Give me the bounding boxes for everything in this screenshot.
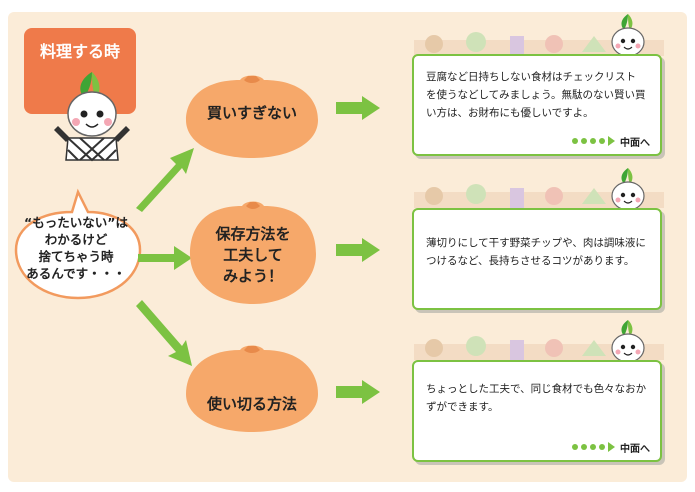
speech-line: 捨てちゃう時 — [38, 249, 114, 264]
right-arrows — [336, 96, 380, 404]
topic-line: みよう！ — [222, 267, 283, 285]
dot-icon — [599, 444, 605, 450]
header-title: 料理する時 — [39, 42, 120, 61]
arrow-right-icon — [608, 136, 615, 146]
dot-icon — [581, 138, 587, 144]
topic-line: 工夫して — [223, 246, 283, 264]
topic-blob — [186, 75, 318, 158]
arrow-right-icon — [608, 442, 615, 452]
info-card: ちょっとした工夫で、同じ食材でも色々なおか ずができます。 中面へ — [412, 360, 662, 462]
topic-blob — [190, 201, 316, 304]
card-text: ちょっとした工夫で、同じ食材でも色々なおか ずができます。 — [426, 380, 650, 416]
green-arrow-icon — [336, 380, 380, 404]
dot-icon — [581, 444, 587, 450]
green-arrow-icon — [136, 148, 194, 212]
topic-label: 買いすぎない — [182, 103, 322, 123]
card-line: 豆腐など日持ちしない食材はチェックリスト — [426, 71, 636, 83]
vegetable-illustration-icon — [414, 336, 664, 360]
card-line: ちょっとした工夫で、同じ食材でも色々なおか — [426, 383, 647, 395]
green-arrow-icon — [138, 246, 192, 270]
more-label: 中面へ — [620, 137, 650, 149]
dot-icon — [590, 444, 596, 450]
topic-label: 使い切る方法 — [182, 394, 322, 414]
green-arrow-icon — [136, 300, 192, 366]
speech-line: “もったいない”は — [24, 215, 128, 230]
card-line: を使うなどしてみましょう。無駄のない賢い買 — [426, 89, 646, 101]
branch-arrows — [136, 148, 194, 366]
card-text: 薄切りにして干す野菜チップや、肉は調味液に つけるなど、長持ちさせるコツがありま… — [426, 234, 650, 270]
header-box: 料理する時 — [24, 28, 136, 114]
info-card: 豆腐など日持ちしない食材はチェックリスト を使うなどしてみましょう。無駄のない賢… — [412, 54, 662, 156]
topic-label: 保存方法を 工夫して みよう！ — [186, 224, 320, 287]
topic-line: 保存方法を — [215, 225, 291, 243]
speech-text: “もったいない”は わかるけど 捨てちゃう時 あるんです・・・ — [20, 214, 132, 282]
topic-line: 買いすぎない — [206, 104, 297, 122]
speech-bubble — [14, 188, 142, 300]
speech-line: あるんです・・・ — [26, 266, 126, 281]
green-arrow-icon — [336, 96, 380, 120]
card-line: つけるなど、長持ちさせるコツがあります。 — [426, 255, 635, 267]
info-card: 薄切りにして干す野菜チップや、肉は調味液に つけるなど、長持ちさせるコツがありま… — [412, 208, 662, 310]
green-arrow-icon — [336, 238, 380, 262]
onion-mascot-icon — [611, 14, 645, 57]
card-text: 豆腐など日持ちしない食材はチェックリスト を使うなどしてみましょう。無駄のない賢… — [426, 68, 650, 122]
dot-icon — [590, 138, 596, 144]
more-link[interactable]: 中面へ — [572, 440, 650, 455]
more-link[interactable]: 中面へ — [572, 134, 650, 149]
speech-line: わかるけど — [44, 232, 108, 247]
more-label: 中面へ — [620, 443, 650, 455]
dot-icon — [572, 444, 578, 450]
card-line: ずができます。 — [426, 401, 499, 413]
card-line: 薄切りにして干す野菜チップや、肉は調味液に — [426, 237, 646, 249]
dot-icon — [572, 138, 578, 144]
topic-blob — [186, 345, 318, 432]
onion-mascot-icon — [54, 72, 130, 162]
topic-line: 使い切る方法 — [206, 395, 297, 413]
card-line: い方は、お財布にも優しいですよ。 — [426, 107, 594, 119]
dot-icon — [599, 138, 605, 144]
